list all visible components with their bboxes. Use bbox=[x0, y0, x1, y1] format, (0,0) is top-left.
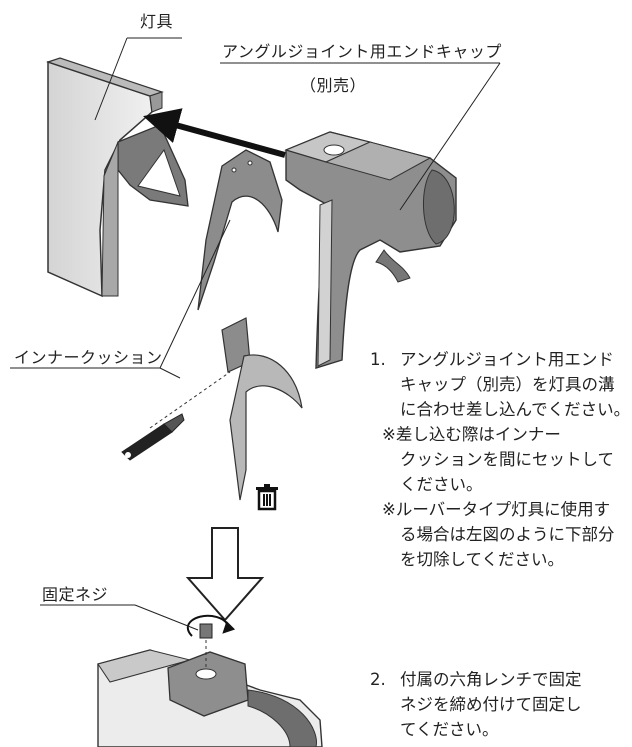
endcap-drawing bbox=[284, 131, 457, 369]
fixture-top-drawing bbox=[46, 57, 189, 298]
step1-line: に合わせ差し込んでください。 bbox=[400, 400, 631, 419]
step1-line: キャップ（別売）を灯具の溝 bbox=[400, 375, 615, 394]
fixing-screw-label: 固定ネジ bbox=[42, 585, 109, 604]
step1-number: 1. bbox=[370, 350, 386, 369]
step1-line: アングルジョイント用エンド bbox=[400, 350, 614, 369]
step1-note: クッションを間にセットして bbox=[400, 450, 615, 469]
cutter-icon bbox=[121, 413, 185, 461]
endcap-sub-label: （別売） bbox=[300, 76, 367, 95]
inner-cushion-drawing bbox=[197, 149, 283, 311]
cushion-cut-drawing bbox=[149, 317, 303, 501]
step2-line: 付属の六角レンチで固定 bbox=[400, 670, 582, 689]
step2-line: ネジを締め付けて固定し bbox=[400, 695, 582, 714]
insert-arrow bbox=[143, 108, 286, 158]
step1-instructions: 1. アングルジョイント用エンド キャップ（別売）を灯具の溝 に合わせ差し込んでく… bbox=[370, 347, 630, 572]
step1-note: ※差し込む際はインナー bbox=[382, 425, 561, 444]
endcap-label: アングルジョイント用エンドキャップ bbox=[222, 42, 502, 61]
step2-number: 2. bbox=[370, 670, 386, 689]
down-arrow-icon bbox=[185, 527, 265, 622]
fixture-label: 灯具 bbox=[140, 12, 174, 31]
trash-icon bbox=[256, 484, 278, 511]
step2-line: てください。 bbox=[400, 720, 499, 739]
step2-instructions: 2. 付属の六角レンチで固定 ネジを締め付けて固定し てください。 bbox=[370, 667, 582, 742]
step1-note: ください。 bbox=[400, 475, 483, 494]
fixture-bottom-drawing bbox=[97, 649, 323, 747]
step1-note: る場合は左図のように下部分 bbox=[400, 525, 615, 544]
inner-cushion-label: インナークッション bbox=[14, 348, 163, 367]
fixing-screw-drawing bbox=[199, 623, 213, 670]
step1-note: ※ルーバータイプ灯具に使用す bbox=[382, 500, 611, 519]
step1-note: を切除してください。 bbox=[400, 550, 565, 569]
